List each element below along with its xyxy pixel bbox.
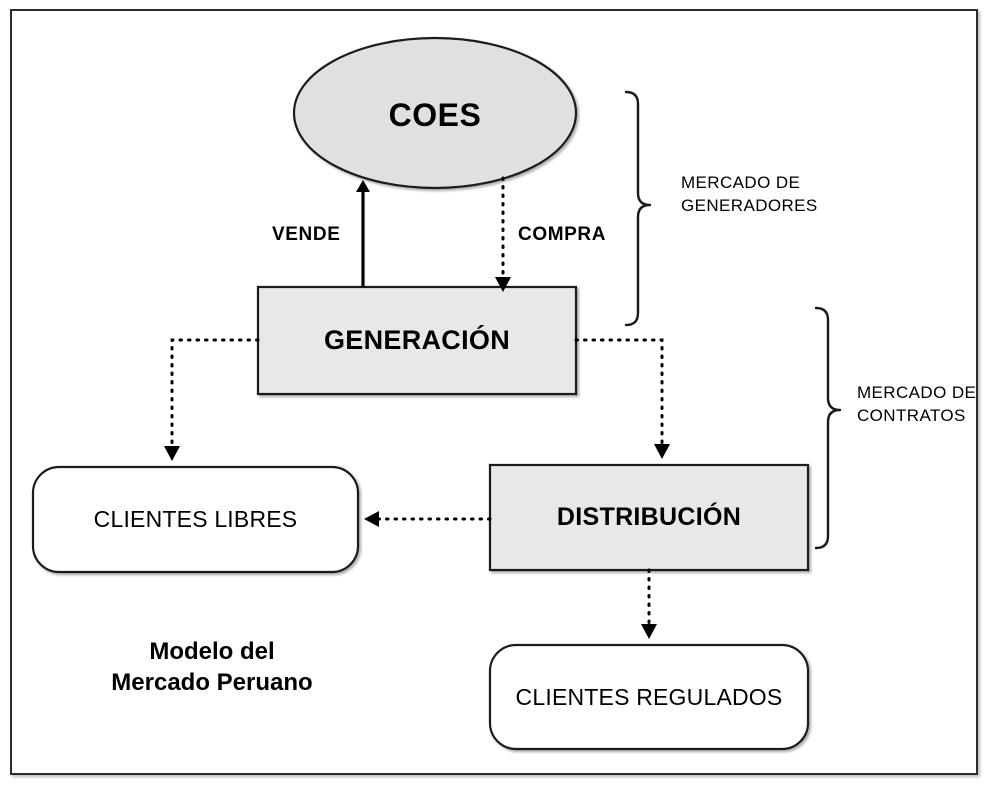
node-clientes-regulados-shape[interactable] [488,643,810,751]
brace-mercado-contratos [814,306,842,550]
brace-mercado-generadores [624,90,652,327]
node-coes-shape[interactable] [292,36,578,190]
node-generacion-shape[interactable] [256,285,578,396]
edge-generacion-to-distribucion [574,338,670,459]
node-clientes-libres-shape[interactable] [31,465,360,574]
node-distribucion-shape[interactable] [488,463,810,572]
edge-generacion-to-clientes-libres [164,338,260,461]
